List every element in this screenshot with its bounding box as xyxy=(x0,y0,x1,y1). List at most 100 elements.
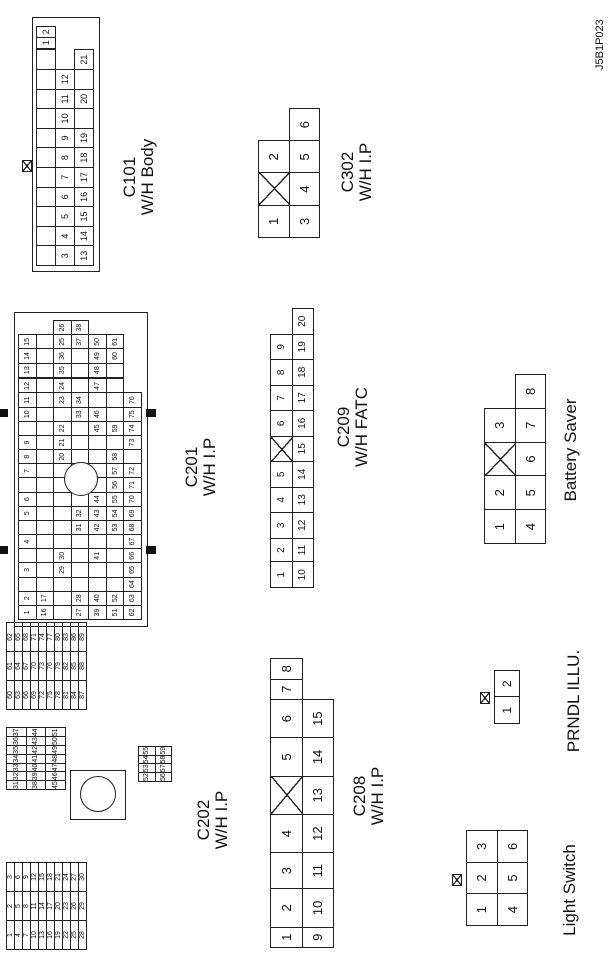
pin-cell: 49 xyxy=(45,745,66,755)
pin-cell: 74 xyxy=(123,421,142,436)
pin-cell: 34 xyxy=(6,754,27,764)
pin-cell: 18 xyxy=(292,359,314,386)
pin-cell: 84 xyxy=(70,680,79,710)
pin-cell: 14 xyxy=(18,348,37,364)
empty-cavity xyxy=(106,407,124,422)
empty-cavity xyxy=(36,206,56,227)
pin-cell: 5 xyxy=(289,140,320,173)
pin-cell: 30 xyxy=(53,548,72,563)
pin-cell: 20 xyxy=(74,89,94,109)
pin-cell: 29 xyxy=(53,562,72,578)
pin-cell: 37 xyxy=(6,727,27,737)
grid-filler xyxy=(124,349,142,363)
empty-cavity xyxy=(88,393,107,408)
pin-cell: 23 xyxy=(53,393,72,408)
pin-cell: 54 xyxy=(106,506,124,521)
empty-cavity xyxy=(36,407,54,422)
pin-cell: 58 xyxy=(155,755,172,764)
pin-cell: 7 xyxy=(270,385,292,411)
pin-cell: 57 xyxy=(106,463,124,478)
pin-cell: 13 xyxy=(74,245,94,266)
pin-cell: 38 xyxy=(71,320,89,335)
pin-cell: 9 xyxy=(18,435,37,450)
pin-cell: 10 xyxy=(30,920,39,950)
pin-cell: 44 xyxy=(26,727,46,737)
pin-cell: 48 xyxy=(45,754,66,764)
pin-cell: 61 xyxy=(106,334,124,349)
pin-cell: 9 xyxy=(22,862,31,892)
grid-filler xyxy=(124,379,142,393)
pin-cell: 11 xyxy=(30,891,39,921)
empty-cavity xyxy=(106,377,124,379)
pin-cell: 1 xyxy=(258,205,289,238)
empty-cavity xyxy=(71,548,89,563)
pin-cell: 76 xyxy=(123,393,142,408)
mount-tab xyxy=(146,546,156,554)
pin-cell: 13 xyxy=(302,776,334,815)
empty-cavity xyxy=(36,363,54,378)
empty-cavity xyxy=(36,577,54,592)
empty-cavity xyxy=(88,534,107,549)
pin-cell: 27 xyxy=(71,605,89,620)
pin-cell: 17 xyxy=(36,591,54,606)
pin-cell: 5 xyxy=(55,206,75,227)
pin-cell: 2 xyxy=(494,670,520,697)
pin-cell: 8 xyxy=(270,658,302,680)
pin-cell: 16 xyxy=(46,920,55,950)
pin-cell: 73 xyxy=(38,651,47,681)
grid-filler xyxy=(56,37,75,48)
grid-filler xyxy=(124,321,142,335)
pin-cell: 83 xyxy=(62,622,71,652)
pin-cell: 86 xyxy=(70,622,79,652)
connector-harness: W/H I.P xyxy=(368,766,387,826)
pin-cell: 11 xyxy=(302,852,334,889)
latch-icon xyxy=(22,160,32,172)
diagram-code: J5B1P023 xyxy=(594,19,606,70)
pin-cell: 46 xyxy=(88,407,107,422)
connector-harness: W/H I.P xyxy=(200,437,219,497)
pin-cell: 7 xyxy=(22,920,31,950)
pin-cell: 49 xyxy=(88,348,107,364)
grid-filler xyxy=(19,321,37,335)
pin-cell: 12 xyxy=(302,814,334,853)
grid-filler xyxy=(259,109,290,141)
pin-cell: 72 xyxy=(123,463,142,478)
pin-cell: 7 xyxy=(18,463,37,478)
pin-cell: 28 xyxy=(71,591,89,606)
pin-cell: 24 xyxy=(62,862,71,892)
grid-filler xyxy=(56,50,75,70)
pin-cell: 26 xyxy=(53,320,72,335)
pin-cell: 71 xyxy=(123,477,142,493)
pin-cell: 5 xyxy=(270,737,302,777)
connector-name: C302 xyxy=(338,151,357,193)
empty-cavity xyxy=(36,520,54,535)
pin-cell: 3 xyxy=(270,512,292,539)
connector-harness: W/H I.P xyxy=(356,142,375,202)
pin-cell: 15 xyxy=(292,436,314,462)
empty-cavity xyxy=(88,435,107,450)
pin-cell: 42 xyxy=(26,745,46,755)
pin-cell: 1 xyxy=(36,37,56,49)
pin-cell: 4 xyxy=(289,173,320,206)
pin-cell: 5 xyxy=(18,506,37,521)
pin-cell: 6 xyxy=(18,492,37,507)
pin-cell: 63 xyxy=(14,680,23,710)
pin-cell: 33 xyxy=(6,763,27,772)
pin-cell: 2 xyxy=(484,475,515,510)
pin-cell: 27 xyxy=(70,862,79,892)
pin-cell: 15 xyxy=(302,699,334,738)
pin-cell: 2 xyxy=(36,26,56,38)
pin-cell: 65 xyxy=(123,562,142,578)
pin-cell: 12 xyxy=(18,378,37,393)
pin-cell: 28 xyxy=(78,920,87,950)
empty-cavity xyxy=(18,548,37,563)
empty-cavity xyxy=(106,577,124,592)
